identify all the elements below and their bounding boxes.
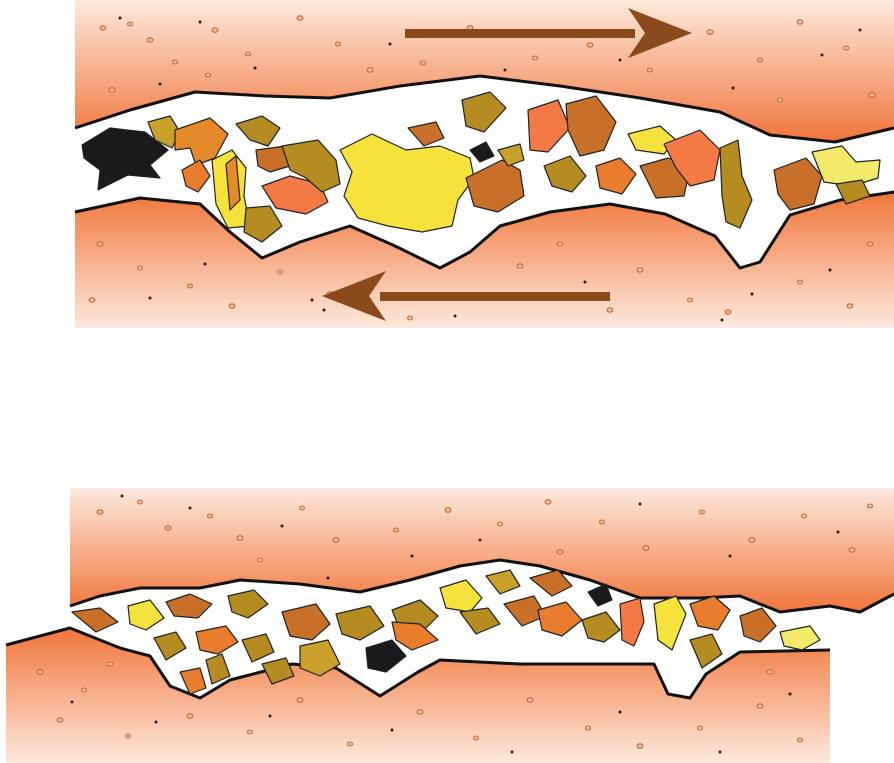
bottom-panel [6, 488, 894, 763]
top-panel [75, 0, 894, 328]
